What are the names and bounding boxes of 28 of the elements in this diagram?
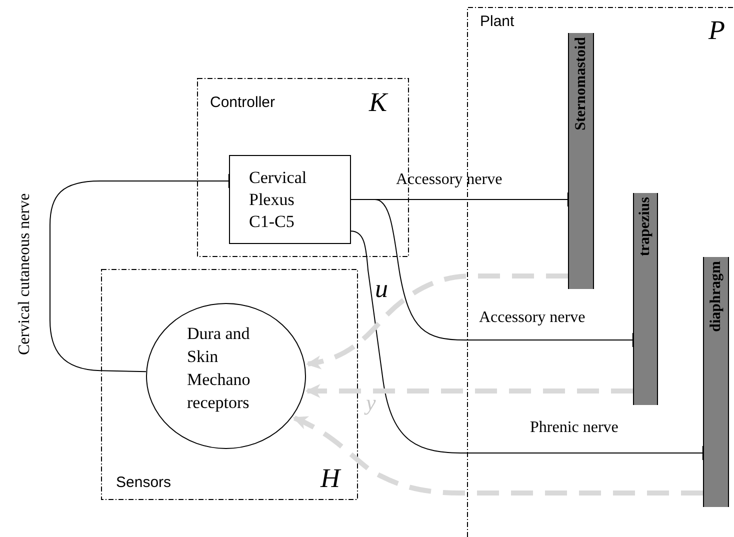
muscle-label: diaphragm	[708, 261, 724, 332]
feedback-arrow	[292, 416, 703, 496]
edge-label: Accessory nerve	[396, 170, 502, 190]
dash-dot-frame	[101, 269, 358, 500]
ellipse-text: Dura and Skin Mechano receptors	[187, 323, 252, 414]
edge-label: Phrenic nerve	[530, 418, 618, 438]
muscle-bar	[568, 33, 594, 289]
nerve-line	[350, 230, 704, 461]
symbol-letter: K	[368, 89, 387, 116]
edge-label: Cervical cutaneous nerve	[15, 192, 34, 358]
feedback-arrow	[306, 274, 568, 369]
edge-label: Accessory nerve	[479, 308, 586, 328]
group-title: Controller	[210, 95, 276, 110]
feedback-arrow	[305, 384, 633, 398]
box-text: Cervical Plexus C1-C5	[249, 166, 308, 232]
group-title: Plant	[480, 14, 514, 29]
muscle-label: Sternomastoid	[574, 37, 588, 130]
nerve-line	[50, 173, 230, 372]
group-title: Sensors	[116, 475, 172, 490]
sensor-ellipse	[146, 303, 306, 449]
signal-label: u	[375, 276, 388, 302]
dash-dot-frame	[467, 7, 733, 537]
symbol-letter: P	[708, 17, 725, 44]
symbol-letter: H	[320, 465, 340, 492]
process-box	[229, 155, 351, 244]
muscle-bar	[633, 193, 658, 405]
muscle-label: trapezius	[638, 197, 653, 256]
muscle-bar	[703, 257, 729, 507]
